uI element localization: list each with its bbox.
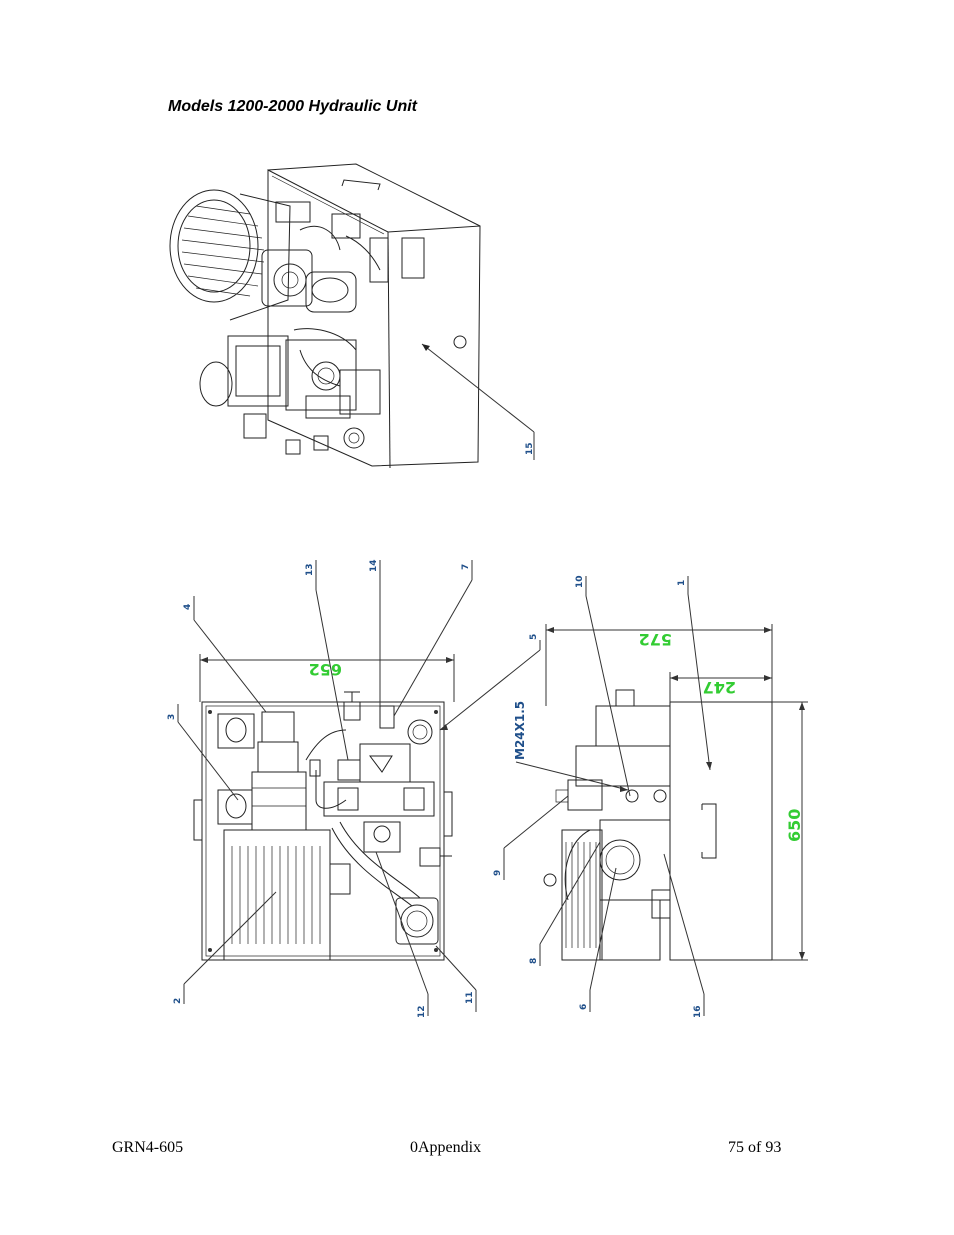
callout-12: 12: [417, 1005, 427, 1018]
footer-document-id: GRN4-605: [112, 1139, 184, 1156]
page-title: Models 1200-2000 Hydraulic Unit: [168, 98, 417, 115]
callout-5: 5: [529, 634, 539, 640]
callout-15: 15: [525, 442, 535, 455]
callout-13: 13: [305, 563, 315, 576]
isometric-view: 15: [169, 163, 535, 469]
thread-label: M24X1.5: [513, 701, 527, 760]
dimension-width-front: 652: [309, 660, 342, 679]
callout-3: 3: [167, 714, 177, 720]
footer-section: 0Appendix: [410, 1139, 482, 1156]
callout-11: 11: [465, 991, 475, 1004]
side-view: 572 247 650 M24X1.5 10 1 5 9: [439, 575, 808, 1018]
dimension-offset-side: 247: [703, 678, 736, 697]
dimension-width-side: 572: [639, 630, 672, 649]
callout-9: 9: [493, 870, 503, 876]
callout-16: 16: [693, 1005, 703, 1018]
dimension-height-side: 650: [785, 809, 804, 842]
callout-1: 1: [677, 580, 687, 586]
footer-page-number: 75 of 93: [728, 1139, 782, 1156]
callout-14: 14: [369, 559, 379, 572]
callout-4: 4: [183, 604, 193, 610]
callout-2: 2: [173, 998, 183, 1004]
callout-6: 6: [579, 1004, 589, 1010]
callout-7: 7: [461, 564, 471, 570]
front-view: 652 4 13 14 7 3 2 12 11: [167, 559, 477, 1018]
callout-10: 10: [575, 575, 585, 588]
callout-8: 8: [529, 958, 539, 964]
